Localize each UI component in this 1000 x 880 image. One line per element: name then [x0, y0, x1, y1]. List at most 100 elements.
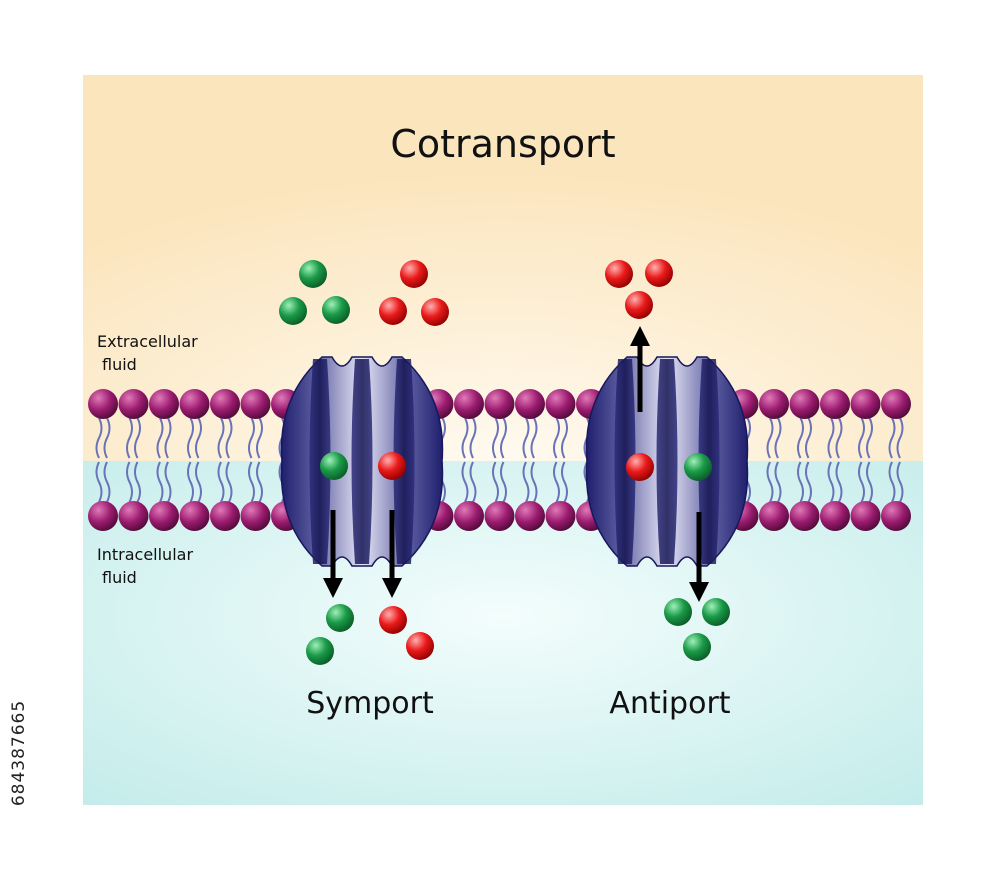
- protein-channel-groove: [351, 359, 373, 564]
- lipid-tail: [805, 417, 812, 459]
- lipid-tail: [195, 461, 202, 503]
- lipid-tail: [248, 461, 255, 503]
- lipid-tail: [866, 417, 873, 459]
- lipid-tail: [766, 461, 774, 503]
- lipid-tail: [774, 461, 782, 503]
- lipid-tail: [225, 461, 233, 503]
- lipid-tail: [797, 461, 804, 503]
- lipid-tail: [469, 417, 477, 459]
- extracellular-label-line-1: Extracellular: [97, 332, 198, 351]
- lipid-tail: [835, 461, 843, 503]
- green-molecule: [322, 296, 350, 324]
- phospholipid-head-inner: [850, 501, 881, 531]
- green-molecule: [279, 297, 307, 325]
- phospholipid-head-inner: [759, 501, 789, 531]
- lipid-tail: [500, 417, 507, 459]
- intracellular-fluid-label: Intracellular fluid: [97, 543, 193, 589]
- phospholipid-head-outer: [179, 389, 210, 419]
- lipid-tail: [522, 461, 530, 503]
- lipid-tail: [461, 461, 469, 503]
- lipid-tail: [896, 461, 904, 503]
- lipid-tail: [469, 461, 477, 503]
- phospholipid-head-outer: [545, 389, 576, 419]
- lipid-tail: [103, 461, 111, 503]
- lipid-tail: [461, 417, 469, 459]
- red-molecule: [421, 298, 449, 326]
- phospholipid-head-outer: [88, 389, 118, 419]
- lipid-tail: [492, 461, 499, 503]
- lipid-tail: [195, 417, 202, 459]
- phospholipid-head-inner: [210, 501, 240, 531]
- transported-molecules: [279, 259, 730, 665]
- lipid-tail: [95, 461, 103, 503]
- phospholipid-head-inner: [118, 501, 149, 531]
- phospholipid-head-inner: [88, 501, 118, 531]
- lipid-tail: [522, 417, 530, 459]
- phospholipid-head-inner: [149, 501, 179, 531]
- lipid-tail: [896, 417, 904, 459]
- phospholipid-head-outer: [850, 389, 881, 419]
- phospholipid-head-inner: [484, 501, 515, 531]
- lipid-tail: [164, 461, 172, 503]
- green-molecule: [664, 598, 692, 626]
- protein-channel-groove: [656, 359, 678, 564]
- lipid-tail: [248, 417, 255, 459]
- lipid-tail: [256, 417, 263, 459]
- lipid-tail: [225, 417, 233, 459]
- phospholipid-head-inner: [179, 501, 210, 531]
- lipid-tail: [187, 417, 194, 459]
- red-molecule: [406, 632, 434, 660]
- red-molecule: [378, 452, 406, 480]
- lipid-tail: [134, 417, 141, 459]
- phospholipid-head-outer: [789, 389, 820, 419]
- phospholipid-head-inner: [789, 501, 820, 531]
- lipid-tail: [103, 417, 111, 459]
- green-molecule: [702, 598, 730, 626]
- phospholipid-head-outer: [118, 389, 149, 419]
- phospholipid-head-inner: [515, 501, 545, 531]
- lipid-tail: [492, 417, 499, 459]
- phospholipid-head-outer: [881, 389, 911, 419]
- lipid-tail: [561, 417, 568, 459]
- phospholipid-head-inner: [820, 501, 850, 531]
- phospholipid-head-outer: [210, 389, 240, 419]
- lipid-tail: [835, 417, 843, 459]
- intracellular-label-line-2: fluid: [102, 568, 137, 587]
- lipid-tail: [805, 461, 812, 503]
- protein-channel-groove: [614, 359, 636, 564]
- lipid-tail: [156, 461, 164, 503]
- red-molecule: [626, 453, 654, 481]
- phospholipid-head-inner: [240, 501, 271, 531]
- phospholipid-head-inner: [454, 501, 484, 531]
- red-molecule: [400, 260, 428, 288]
- lipid-tail: [553, 417, 560, 459]
- lipid-tail: [530, 461, 538, 503]
- red-molecule: [625, 291, 653, 319]
- red-molecule: [645, 259, 673, 287]
- green-molecule: [684, 453, 712, 481]
- green-molecule: [320, 452, 348, 480]
- green-molecule: [683, 633, 711, 661]
- phospholipid-head-inner: [881, 501, 911, 531]
- lipid-tail: [827, 461, 835, 503]
- symport-label: Symport: [306, 686, 434, 721]
- intracellular-label-line-1: Intracellular: [97, 545, 194, 564]
- stock-image-id-text: 684387665: [9, 699, 29, 806]
- phospholipid-head-outer: [454, 389, 484, 419]
- phospholipid-head-outer: [759, 389, 789, 419]
- lipid-tail: [256, 461, 263, 503]
- phospholipid-head-outer: [149, 389, 179, 419]
- lipid-tail: [95, 417, 103, 459]
- protein-channel-groove: [309, 359, 331, 564]
- lipid-tail: [858, 417, 865, 459]
- red-molecule: [379, 297, 407, 325]
- lipid-tail: [888, 461, 896, 503]
- phospholipid-head-outer: [240, 389, 271, 419]
- extracellular-label-line-2: fluid: [102, 355, 137, 374]
- lipid-tail: [217, 461, 225, 503]
- lipid-tail: [134, 461, 141, 503]
- transport-arrows: [323, 326, 709, 602]
- lipid-tail: [126, 461, 133, 503]
- lipid-tail: [500, 461, 507, 503]
- phospholipid-head-outer: [820, 389, 850, 419]
